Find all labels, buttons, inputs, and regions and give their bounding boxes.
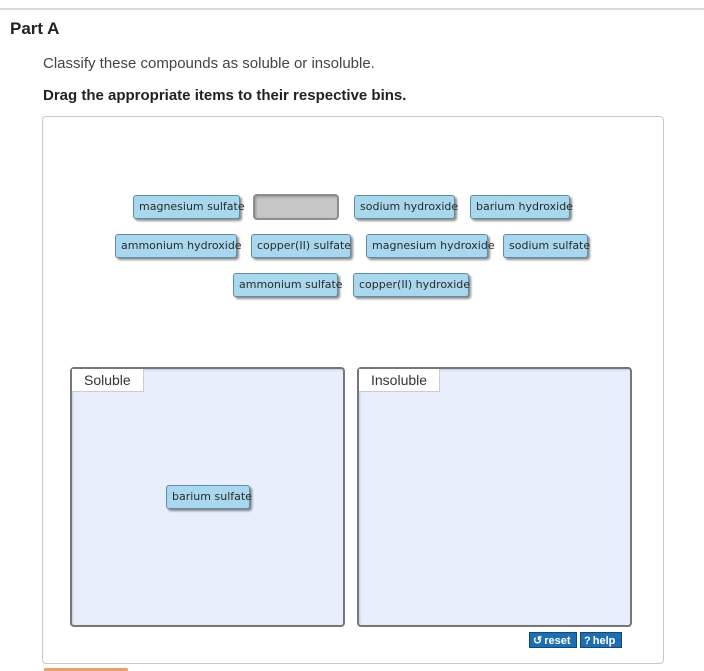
insoluble-bin[interactable]: Insoluble xyxy=(357,367,632,627)
reset-button[interactable]: ↺reset xyxy=(529,632,577,648)
question-instruction: Classify these compounds as soluble or i… xyxy=(43,55,375,72)
placed-item-barium-sulfate[interactable]: barium sulfate xyxy=(166,485,252,509)
top-divider xyxy=(0,8,704,10)
draggable-item-ammonium-sulfate[interactable]: ammonium sulfate xyxy=(233,273,343,297)
help-button[interactable]: ?help xyxy=(580,632,622,648)
draggable-item-barium-hydroxide[interactable]: barium hydroxide xyxy=(470,195,573,219)
draggable-item-copper-ii-hydroxide[interactable]: copper(II) hydroxide xyxy=(353,273,470,297)
draggable-item-copper-ii-sulfate[interactable]: copper(II) sulfate xyxy=(251,234,351,258)
insoluble-bin-label: Insoluble xyxy=(359,369,441,392)
draggable-item-sodium-hydroxide[interactable]: sodium hydroxide xyxy=(354,195,458,219)
help-button-label: help xyxy=(592,635,616,647)
reset-button-label: reset xyxy=(544,635,571,647)
drag-instruction: Drag the appropriate items to their resp… xyxy=(43,87,407,104)
draggable-item-magnesium-sulfate[interactable]: magnesium sulfate xyxy=(133,195,245,219)
soluble-bin-label: Soluble xyxy=(72,369,144,392)
question-icon: ? xyxy=(584,635,591,647)
draggable-item-magnesium-hydroxide[interactable]: magnesium hydroxide xyxy=(366,234,495,258)
part-title: Part A xyxy=(10,19,60,38)
empty-item-slot xyxy=(253,194,339,220)
refresh-icon: ↺ xyxy=(533,635,543,647)
draggable-item-sodium-sulfate[interactable]: sodium sulfate xyxy=(503,234,590,258)
draggable-item-ammonium-hydroxide[interactable]: ammonium hydroxide xyxy=(115,234,242,258)
submit-button-edge[interactable] xyxy=(44,668,128,671)
